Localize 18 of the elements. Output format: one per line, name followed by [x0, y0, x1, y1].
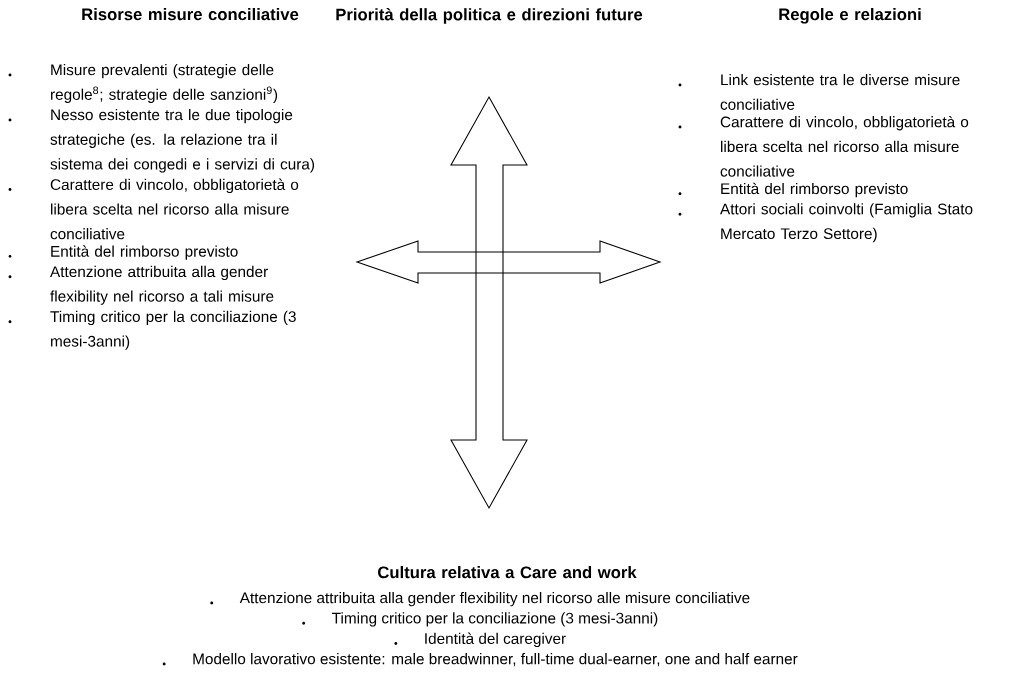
bullet-item: Timing critico per la conciliazione (3 mesi-3anni): [50, 310, 296, 350]
bullet-item: Timing critico per la conciliazione (3 mesi-3anni): [332, 612, 658, 627]
column-heading: Risorse misure conciliative: [82, 8, 299, 21]
bullet-item: Identità del caregiver: [425, 632, 566, 648]
bullet-item: Attenzione attribuita alla gender flexibility nel ricorso alle misure conciliative: [239, 592, 750, 607]
bullet-item: Nesso esistente tra le due tipologie strategiche (es. la relazione tra il sistema dei congedi e i servizi di cura): [50, 108, 315, 173]
bullet-item: Carattere di vincolo, obbligatorietà o libera scelta nel ricorso alla misure conciliative: [50, 178, 299, 240]
column-heading: Cultura relativa a Care and work: [378, 566, 637, 579]
bullet-item: Entità del rimborso previsto: [721, 182, 908, 198]
bullet-item: Misure prevalenti (strategie delle regole$^{8}$; strategie delle sanzioni$^{9}$): [51, 64, 278, 103]
bullet-item: Entità del rimborso previsto: [51, 245, 238, 260]
bullet-item: Attenzione attribuita alla gender flexibility nel ricorso a tali misure: [50, 265, 274, 305]
bullet-item: Carattere di vincolo, obbligatorietà o libera scelta nel ricorso alla misure conciliative: [720, 115, 969, 177]
bullet-item: Attori sociali coinvolti (Famiglia Stato Mercato Terzo Settore): [720, 203, 973, 243]
bullet-item: Modello lavorativo esistente: male breadwinner, full-time dual-earner, one and half earner: [193, 653, 798, 667]
column-heading: Regole e relazioni: [779, 8, 921, 24]
bullet-item: Link esistente tra le diverse misure conciliative: [720, 74, 960, 110]
column-heading: Priorità della politica e direzioni future: [336, 8, 643, 24]
